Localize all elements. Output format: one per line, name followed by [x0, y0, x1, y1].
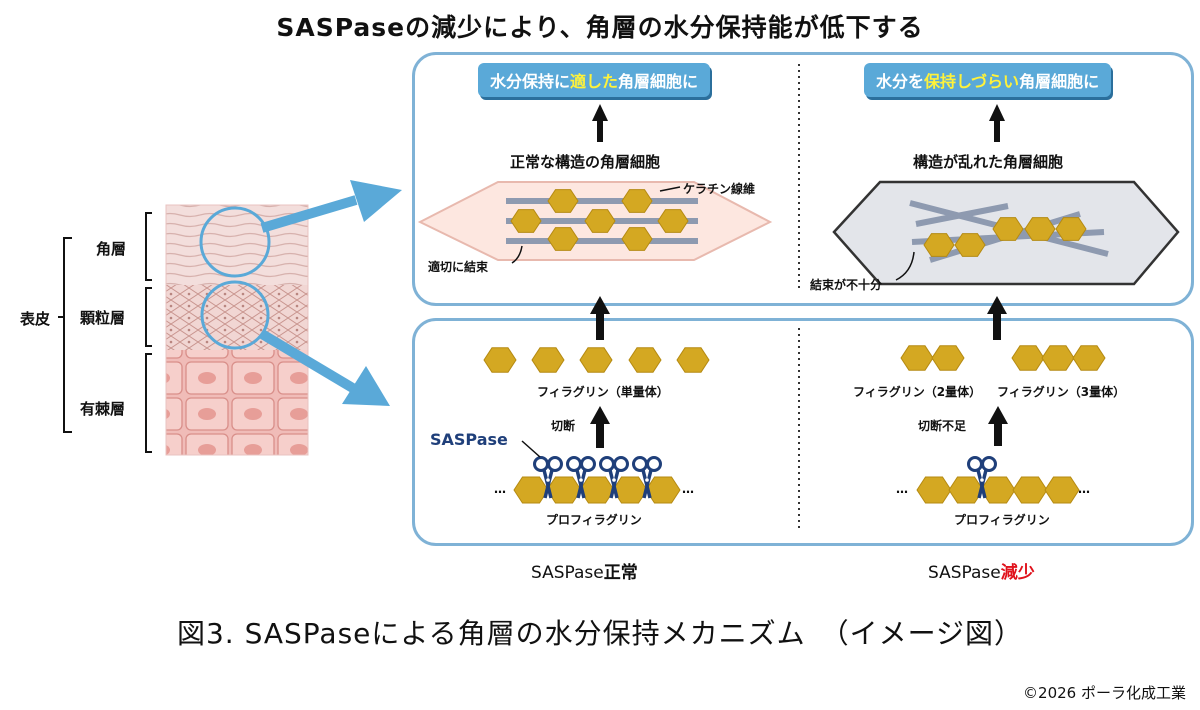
- granular-layer-magnifier: [200, 280, 270, 350]
- filaggrin-unit: [621, 189, 653, 213]
- stratum-corneum-label: 角層: [96, 240, 127, 258]
- filaggrin-unit: [510, 209, 542, 233]
- filaggrin-oligomer: [931, 345, 965, 371]
- disrupted-cell-title: 構造が乱れた角層細胞: [913, 153, 1064, 171]
- filaggrin-oligomer: [1041, 345, 1075, 371]
- filaggrin-unit: [923, 233, 955, 257]
- insufficient-cleavage-label: 切断不足: [918, 419, 967, 433]
- keratin-leader-line: [659, 186, 681, 192]
- filaggrin-monomer: [483, 347, 517, 373]
- filaggrin-oligomer: [1072, 345, 1106, 371]
- normal-cell-title: 正常な構造の角層細胞: [510, 153, 661, 171]
- saspase-scissors-normal: [533, 456, 662, 499]
- up-arrows: [590, 104, 1008, 448]
- cleavage-label: 切断: [551, 419, 576, 433]
- scissors-icon: [632, 456, 662, 499]
- profilaggrin-unit: [1044, 476, 1080, 504]
- epidermis-label: 表皮: [20, 310, 51, 328]
- reduced-result-pill: 水分を保持しづらい角層細胞に: [864, 63, 1112, 97]
- scissors-icon: [967, 456, 997, 499]
- filaggrin-monomer: [676, 347, 710, 373]
- spinous-layer-label: 有棘層: [80, 400, 126, 418]
- filaggrin-monomer: [628, 347, 662, 373]
- filaggrin-dimer-label: フィラグリン（2量体）: [853, 385, 982, 399]
- profilaggrin-unit: [612, 476, 648, 504]
- proper-binding-label: 適切に結束: [428, 260, 489, 274]
- filaggrin-monomer: [579, 347, 613, 373]
- filaggrin-unit: [954, 233, 986, 257]
- saspase-leader-line: [521, 440, 541, 458]
- zoom-arrow-top: [260, 180, 402, 233]
- profilaggrin-unit: [980, 476, 1016, 504]
- profilaggrin-unit: [1012, 476, 1048, 504]
- disrupted-cell-filaggrin-hexagons: [923, 217, 1087, 257]
- insufficient-bind-leader-line: [895, 251, 915, 281]
- filaggrin-monomer: [531, 347, 565, 373]
- filaggrin-unit: [1055, 217, 1087, 241]
- keratin-fiber-label: ケラチン線維: [683, 182, 756, 196]
- arrow-reduced-result: [989, 104, 1005, 142]
- filaggrin-unit: [547, 189, 579, 213]
- profilaggrin-unit: [546, 476, 582, 504]
- granular-layer-label: 顆粒層: [80, 309, 126, 327]
- arrow-normal-between: [590, 296, 610, 340]
- ellipsis-left-reduced: …: [896, 482, 908, 496]
- profilaggrin-unit: [916, 476, 952, 504]
- profilaggrin-chain-normal: [513, 476, 681, 504]
- filaggrin-unit: [1024, 217, 1056, 241]
- filaggrin-monomers: [483, 347, 710, 373]
- saspase-normal-label: SASPase正常: [531, 563, 638, 583]
- ellipsis-left-normal: …: [494, 482, 506, 496]
- filaggrin-trimer-label: フィラグリン（3量体）: [997, 385, 1126, 399]
- arrow-reduced-cleave: [988, 406, 1008, 446]
- filaggrin-unit: [992, 217, 1024, 241]
- filaggrin-oligomers: [900, 345, 1106, 371]
- arrow-normal-result: [592, 104, 608, 142]
- profilaggrin-unit: [645, 476, 681, 504]
- insufficient-binding-label: 結束が不十分: [810, 278, 883, 292]
- profilaggrin-label-normal: プロフィラグリン: [546, 513, 642, 527]
- profilaggrin-label-reduced: プロフィラグリン: [954, 513, 1050, 527]
- normal-cell-filaggrin-hexagons: [510, 189, 689, 251]
- normal-result-pill: 水分保持に適した角層細胞に: [478, 63, 711, 97]
- bind-leader-line: [511, 245, 523, 264]
- skin-illustration: [165, 204, 309, 456]
- zoom-arrow-bottom: [259, 329, 390, 406]
- stratum-corneum-magnifier: [199, 206, 271, 278]
- ellipsis-right-normal: …: [682, 482, 694, 496]
- skin-brackets: [58, 212, 152, 453]
- filaggrin-oligomer: [1011, 345, 1045, 371]
- scissors-icon: [566, 456, 596, 499]
- saspase-label: SASPase: [430, 430, 508, 449]
- figure-caption: 図3. SASPaseによる角層の水分保持メカニズム （イメージ図）: [176, 617, 1024, 650]
- profilaggrin-unit: [579, 476, 615, 504]
- page-title: SASPaseの減少により、角層の水分保持能が低下する: [276, 13, 924, 42]
- filaggrin-unit: [657, 209, 689, 233]
- ellipsis-right-reduced: …: [1078, 482, 1090, 496]
- profilaggrin-unit: [513, 476, 549, 504]
- filaggrin-oligomer: [900, 345, 934, 371]
- arrow-reduced-between: [987, 296, 1007, 340]
- filaggrin-unit: [621, 227, 653, 251]
- scissors-icon: [533, 456, 563, 499]
- arrow-normal-cleave: [590, 406, 610, 448]
- scissors-icon: [599, 456, 629, 499]
- filaggrin-monomer-label: フィラグリン（単量体）: [537, 385, 669, 399]
- saspase-reduced-label: SASPase減少: [928, 563, 1035, 583]
- filaggrin-unit: [547, 227, 579, 251]
- filaggrin-unit: [584, 209, 616, 233]
- copyright-credit: ©2026 ポーラ化成工業: [1023, 684, 1186, 702]
- profilaggrin-unit: [948, 476, 984, 504]
- saspase-scissors-reduced: [967, 456, 997, 499]
- profilaggrin-chain-reduced: [916, 476, 1080, 504]
